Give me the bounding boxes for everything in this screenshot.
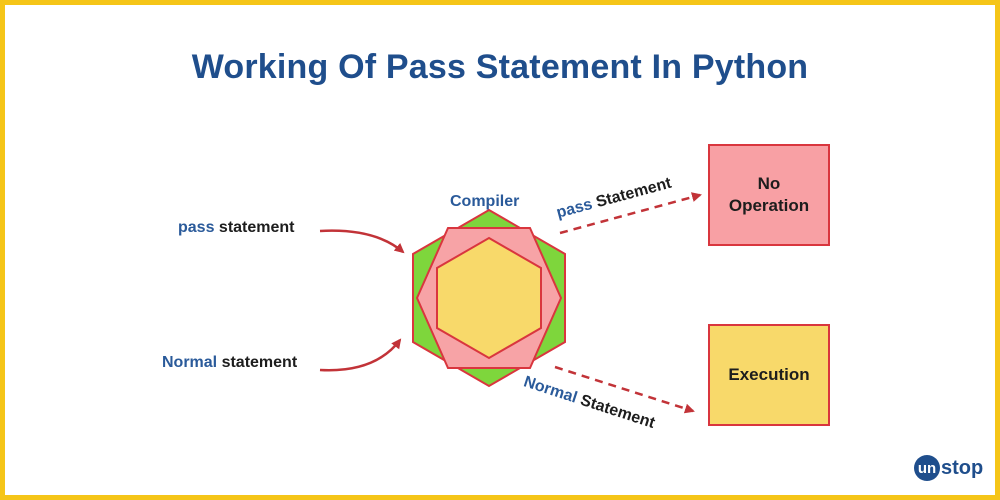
no-operation-line1: No — [757, 174, 781, 193]
pass-output-arrow — [559, 192, 702, 235]
pass-statement-input-label: pass statement — [178, 219, 295, 237]
page-title: Working Of Pass Statement In Python — [191, 48, 809, 86]
no-operation-line2: Operation — [728, 196, 810, 215]
execution-box: Execution — [708, 324, 830, 426]
execution-label: Execution — [728, 365, 810, 384]
logo-badge: un — [914, 455, 940, 481]
logo-text: stop — [941, 456, 984, 479]
normal-input-keyword: Normal — [162, 354, 218, 371]
compiler-label: Compiler — [450, 193, 520, 210]
no-operation-box: No Operation — [708, 144, 830, 246]
pass-input-arrow — [319, 229, 405, 254]
normal-input-rest: statement — [221, 354, 298, 371]
unstop-logo: un stop — [914, 454, 983, 482]
pass-input-rest: statement — [218, 219, 295, 236]
normal-statement-input-label: Normal statement — [162, 354, 297, 372]
pass-input-keyword: pass — [178, 219, 215, 236]
normal-output-arrow — [554, 365, 695, 414]
compiler-inner-hexagon — [436, 236, 542, 360]
normal-input-arrow — [319, 338, 402, 372]
